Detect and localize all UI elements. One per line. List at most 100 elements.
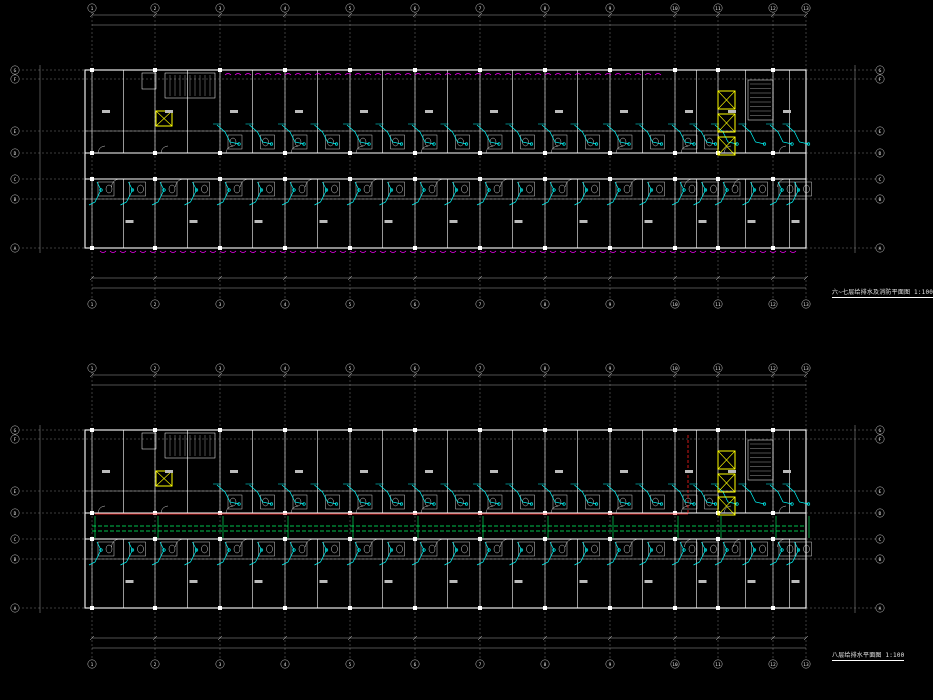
pipe-riser bbox=[367, 142, 371, 146]
grid-axis-bubble bbox=[670, 299, 680, 309]
structural-column bbox=[283, 177, 287, 181]
bathroom-fixture bbox=[355, 541, 373, 557]
bathroom-fixture bbox=[388, 181, 405, 197]
structural-column bbox=[413, 151, 417, 155]
dimension-tick bbox=[542, 12, 548, 18]
dimension-tick bbox=[672, 372, 678, 378]
pipe-riser bbox=[334, 502, 339, 506]
structural-column bbox=[348, 246, 352, 250]
structural-column bbox=[413, 537, 417, 541]
grid-axis-label: 1 bbox=[91, 662, 94, 668]
structural-column bbox=[283, 246, 287, 250]
sprinkler-head bbox=[179, 250, 187, 253]
water-supply-pipe bbox=[742, 181, 755, 206]
door-swing bbox=[97, 505, 106, 514]
structural-column bbox=[771, 511, 775, 515]
water-supply-pipe bbox=[379, 541, 392, 566]
pipe-riser bbox=[713, 142, 718, 146]
structural-column bbox=[153, 606, 157, 610]
elevator-cross bbox=[155, 110, 173, 127]
door-swing bbox=[565, 178, 574, 188]
elevator-cross bbox=[717, 473, 736, 493]
sprinkler-head bbox=[719, 250, 727, 253]
pipe-riser bbox=[552, 548, 556, 552]
grid-axis-bubble bbox=[605, 299, 615, 309]
water-supply-pipe bbox=[476, 484, 500, 505]
sprinkler-head bbox=[489, 250, 497, 253]
structural-column bbox=[771, 151, 775, 155]
dimension-tick bbox=[347, 275, 353, 281]
toilet-fixture bbox=[363, 544, 371, 554]
dimension-tick bbox=[542, 635, 548, 641]
grid-axis-label: A bbox=[879, 606, 882, 612]
bathroom-fixture bbox=[615, 541, 633, 557]
toilet-fixture bbox=[493, 184, 501, 194]
sprinkler-head bbox=[234, 73, 242, 76]
door-swing bbox=[225, 145, 234, 154]
door-swing bbox=[630, 178, 639, 188]
pipe-riser bbox=[752, 188, 757, 192]
structural-column bbox=[608, 606, 612, 610]
toilet-fixture bbox=[428, 544, 436, 554]
bathroom-fixture bbox=[160, 181, 178, 197]
grid-axis-label: D bbox=[879, 151, 882, 157]
door-swing bbox=[175, 538, 184, 548]
toilet-fixture bbox=[233, 544, 241, 554]
sprinkler-head bbox=[274, 73, 282, 76]
structural-column bbox=[218, 68, 222, 72]
dimension-tick bbox=[803, 12, 809, 18]
door-swing bbox=[370, 178, 379, 188]
room-tag bbox=[514, 580, 523, 583]
sprinkler-head bbox=[289, 250, 297, 253]
pipe-riser bbox=[780, 188, 784, 192]
structural-column bbox=[90, 537, 94, 541]
structural-column bbox=[673, 511, 677, 515]
water-supply-pipe bbox=[120, 181, 133, 206]
grid-axis-bubble bbox=[875, 434, 885, 444]
bathroom-fixture bbox=[160, 541, 178, 557]
water-supply-pipe bbox=[671, 541, 685, 566]
grid-axis-bubble bbox=[605, 3, 615, 13]
door-swing bbox=[723, 145, 732, 154]
toilet-fixture bbox=[656, 184, 663, 194]
dimension-tick bbox=[347, 372, 353, 378]
grid-axis-label: 7 bbox=[479, 662, 482, 668]
pipe-riser bbox=[334, 142, 339, 146]
grid-axis-bubble bbox=[605, 363, 615, 373]
pipe-riser bbox=[649, 548, 654, 552]
sprinkler-head bbox=[219, 250, 227, 253]
elevator-cross bbox=[717, 113, 736, 133]
grid-axis-bubble bbox=[87, 363, 97, 373]
structural-column bbox=[283, 606, 287, 610]
structural-column bbox=[543, 68, 547, 72]
structural-column bbox=[716, 177, 720, 181]
water-supply-pipe bbox=[541, 541, 555, 566]
sprinkler-head bbox=[279, 250, 287, 253]
water-supply-pipe bbox=[693, 181, 706, 206]
structural-column bbox=[673, 177, 677, 181]
structural-column bbox=[478, 177, 482, 181]
sprinkler-head bbox=[739, 250, 747, 253]
structural-column bbox=[608, 68, 612, 72]
grid-axis-label: 6 bbox=[414, 6, 417, 12]
structural-column bbox=[771, 246, 775, 250]
structural-column bbox=[543, 606, 547, 610]
structural-column bbox=[90, 68, 94, 72]
elevator-cross bbox=[717, 450, 736, 470]
door-swing bbox=[777, 178, 786, 188]
water-supply-pipe bbox=[88, 181, 102, 206]
water-supply-pipe bbox=[769, 541, 783, 566]
bathroom-fixture bbox=[227, 494, 243, 510]
grid-axis-bubble bbox=[410, 299, 420, 309]
sprinkler-head bbox=[574, 73, 582, 76]
structural-column bbox=[771, 537, 775, 541]
sprinkler-head bbox=[169, 250, 177, 253]
bathroom-fixture bbox=[422, 134, 438, 150]
structural-column bbox=[478, 606, 482, 610]
toilet-fixture bbox=[759, 544, 766, 554]
grid-axis-bubble bbox=[670, 659, 680, 669]
bathroom-fixture bbox=[260, 134, 275, 150]
toilet-fixture bbox=[759, 184, 766, 194]
structural-column bbox=[478, 68, 482, 72]
